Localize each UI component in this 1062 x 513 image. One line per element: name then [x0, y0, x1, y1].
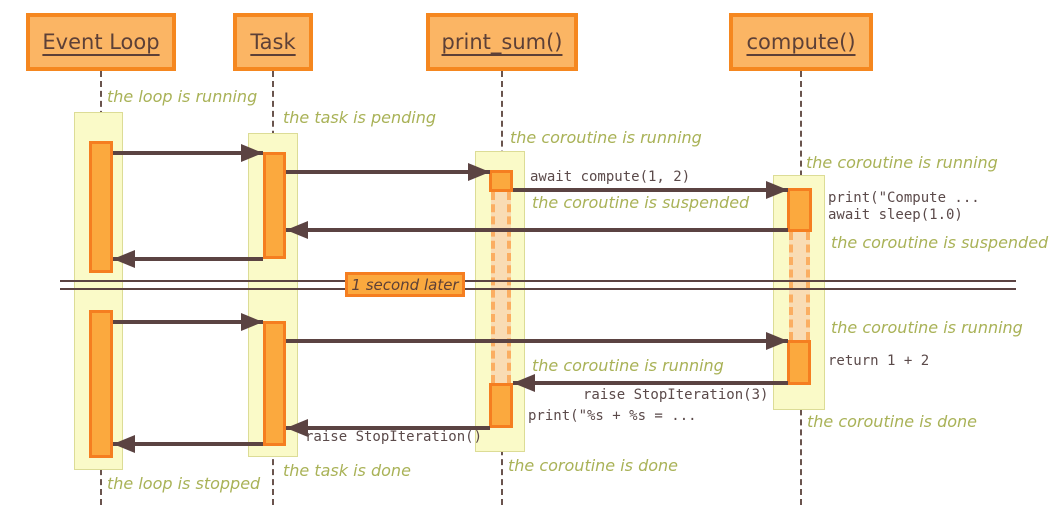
note-loop-running: the loop is running: [107, 87, 258, 106]
activation-compute-2: [787, 340, 811, 385]
participant-print-sum-label: print_sum(): [441, 30, 563, 54]
divider-label-text: 1 second later: [351, 275, 459, 294]
suspended-region-print-sum: [491, 192, 511, 383]
participant-task-label: Task: [250, 30, 296, 54]
code-await-compute: await compute(1, 2): [530, 169, 691, 185]
note-coro-suspended-ps: the coroutine is suspended: [532, 193, 750, 212]
activation-print-sum-1: [489, 170, 513, 192]
note-coro-done-c: the coroutine is done: [807, 412, 978, 431]
code-print-compute: print("Compute ...: [828, 190, 980, 206]
code-raise-stop3: raise StopIteration(3): [583, 387, 769, 403]
note-coro-done-ps: the coroutine is done: [508, 456, 679, 475]
divider-line-top: [60, 280, 1016, 282]
code-await-sleep: await sleep(1.0): [828, 207, 963, 223]
note-coro-running-ps-top: the coroutine is running: [510, 128, 702, 147]
participant-event-loop-label: Event Loop: [42, 30, 160, 54]
note-coro-suspended-c: the coroutine is suspended: [831, 233, 1049, 252]
activation-event-loop-1: [89, 141, 113, 273]
suspended-region-compute: [789, 232, 810, 340]
activation-task-2: [263, 321, 286, 446]
divider-line-bottom: [60, 288, 1016, 290]
note-coro-running-ps-bottom: the coroutine is running: [532, 356, 724, 375]
code-return-sum: return 1 + 2: [828, 353, 930, 369]
activation-event-loop-2: [89, 310, 113, 458]
participant-task: Task: [233, 13, 313, 71]
note-coro-running-c-top: the coroutine is running: [806, 153, 998, 172]
participant-compute: compute(): [729, 13, 873, 71]
activation-print-sum-2: [489, 383, 513, 428]
note-coro-running-c-bottom: the coroutine is running: [831, 318, 1023, 337]
code-print-fmt: print("%s + %s = ...: [528, 408, 697, 424]
activation-task-1: [263, 152, 286, 259]
activation-compute-1: [787, 188, 812, 232]
code-raise-stop: raise StopIteration(): [305, 429, 483, 445]
note-task-done: the task is done: [283, 461, 411, 480]
note-loop-stopped: the loop is stopped: [107, 474, 261, 493]
participant-print-sum: print_sum(): [426, 13, 578, 71]
participant-compute-label: compute(): [746, 30, 856, 54]
divider-label: 1 second later: [345, 272, 465, 297]
note-task-pending: the task is pending: [283, 108, 437, 127]
participant-event-loop: Event Loop: [26, 13, 176, 71]
